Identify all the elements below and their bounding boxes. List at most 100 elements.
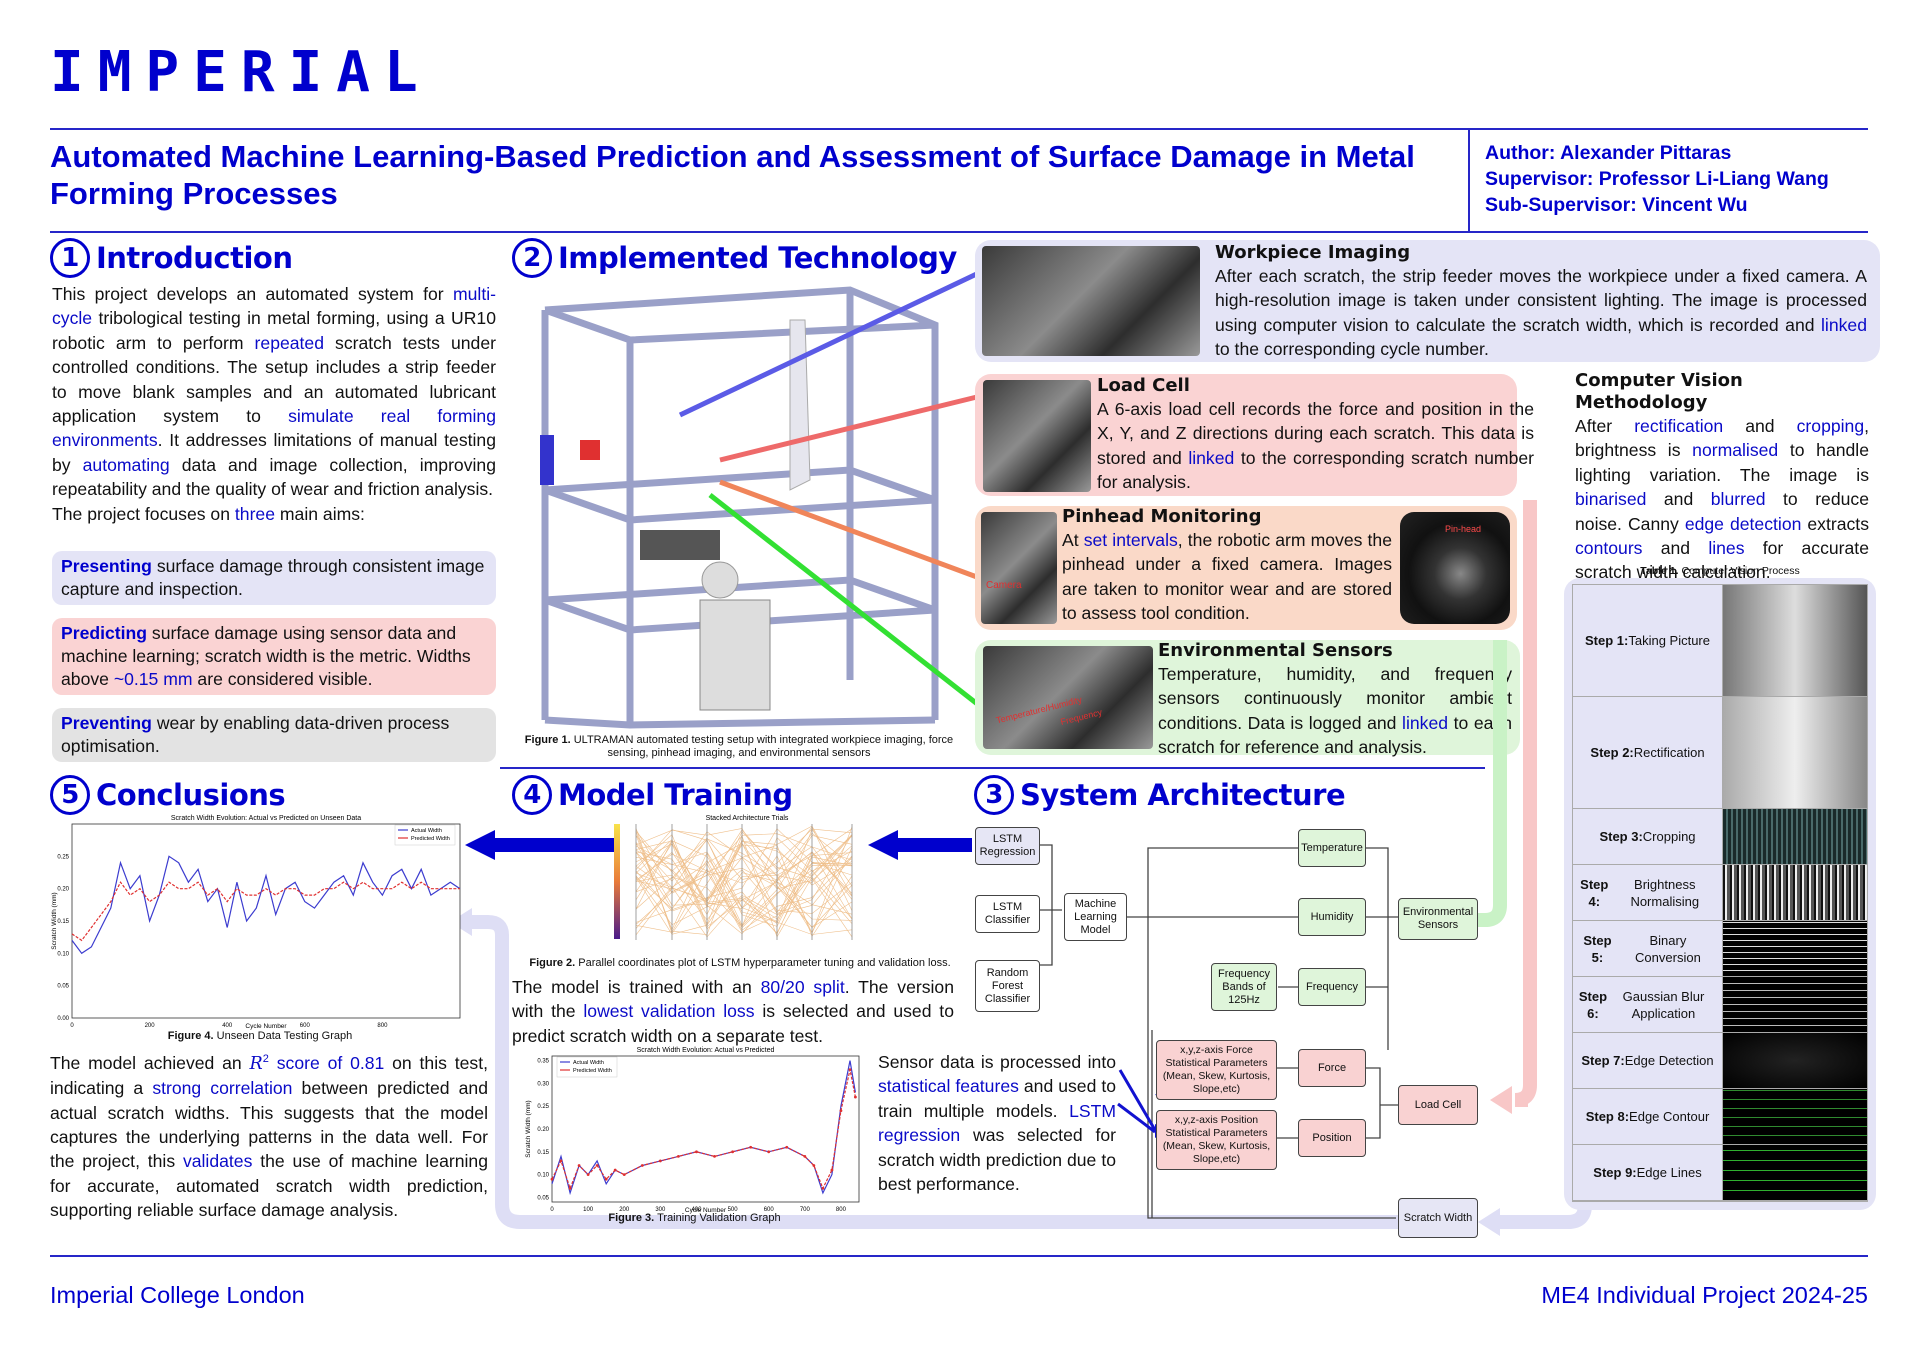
- section-number: 4: [512, 775, 552, 815]
- workpiece-text-block: Workpiece Imaging After each scratch, th…: [1215, 242, 1867, 362]
- cv-step-label: Step 4: Brightness Normalising: [1573, 865, 1723, 920]
- panel-highlight: linked: [1188, 447, 1235, 468]
- predicted-point: [613, 1168, 617, 1172]
- training-highlight: 80/20 split: [760, 977, 845, 997]
- aim-keyword: Presenting: [61, 556, 152, 576]
- aim-text: surface damage using sensor data and mac…: [61, 623, 471, 689]
- predicted-point: [848, 1068, 852, 1072]
- y-tick-label: 0.20: [57, 887, 69, 893]
- cv-text: , brightness is: [1575, 416, 1870, 461]
- chart-title: Scratch Width Evolution: Actual vs Predi…: [171, 815, 361, 822]
- cv-step-row: Step 1: Taking Picture: [1573, 585, 1867, 697]
- machine-render: [540, 286, 939, 729]
- pinhead-camera-photo: [981, 512, 1057, 624]
- conclusion-text: the use of machine learning for accurate…: [50, 1151, 488, 1221]
- footer-project: ME4 Individual Project 2024-25: [1541, 1282, 1868, 1308]
- aim-preventing: Preventing wear by enabling data-driven …: [52, 708, 496, 762]
- caption-text: Training Validation Graph: [654, 1212, 781, 1224]
- y-tick-label: 0.10: [537, 1173, 549, 1179]
- panel-text: , the robotic arm moves the pinhead unde…: [1062, 530, 1392, 624]
- imperial-logo: IMPERIAL: [50, 40, 432, 105]
- predicted-point: [586, 1173, 590, 1177]
- node-ml-model: Machine Learning Model: [1064, 893, 1127, 941]
- training-paragraph: The model is trained with an 80/20 split…: [512, 975, 954, 1048]
- training-text: The model is trained with an: [512, 977, 761, 997]
- load-cell-photo: [983, 380, 1091, 492]
- cv-highlight: binarised: [1575, 489, 1647, 510]
- section-number: 1: [50, 238, 90, 278]
- arch-text: and used to train multiple models.: [878, 1076, 1117, 1121]
- conclusions-paragraph: The model achieved an R2 score of 0.81 o…: [50, 1047, 488, 1223]
- plot-area: [551, 1055, 860, 1203]
- step-number: Step 5:: [1583, 932, 1612, 965]
- footer-rule: [50, 1255, 1868, 1257]
- header-rule-top: [50, 128, 1868, 130]
- panel-highlight: linked: [1402, 712, 1449, 733]
- aim-text: are considered visible.: [192, 669, 373, 689]
- y-axis-label: Scratch Width (mm): [51, 892, 58, 949]
- aim-predicting: Predicting surface damage using sensor d…: [52, 618, 496, 695]
- workpiece-description: After each scratch, the strip feeder mov…: [1215, 264, 1867, 362]
- env-text-block: Environmental Sensors Temperature, humid…: [1158, 640, 1512, 760]
- x-tick-label: 800: [377, 1023, 388, 1029]
- parallel-coordinates-plot: Stacked Architecture Trials: [614, 815, 853, 940]
- x-tick-label: 0: [550, 1207, 554, 1213]
- section-number: 3: [974, 775, 1014, 815]
- cv-step-label: Step 5: Binary Conversion: [1573, 921, 1723, 976]
- predicted-point: [550, 1177, 554, 1181]
- cv-text: extracts: [1801, 513, 1869, 534]
- section-technology-heading: 2 Implemented Technology: [512, 238, 957, 278]
- cv-step-label: Step 1: Taking Picture: [1573, 585, 1723, 696]
- intro-text: scratch tests under controlled condition…: [52, 332, 496, 427]
- cv-step-image: [1723, 585, 1867, 696]
- node-force-stats: x,y,z-axis Force Statistical Parameters …: [1156, 1040, 1277, 1100]
- intro-text: This project develops an automated syste…: [52, 284, 453, 304]
- legend-box: [556, 1056, 618, 1078]
- caption-text: ULTRAMAN automated testing setup with in…: [570, 734, 954, 759]
- aim-text: wear by enabling data-driven process opt…: [61, 713, 450, 756]
- node-force: Force: [1298, 1049, 1366, 1087]
- step-number: Step 4:: [1580, 876, 1609, 909]
- x-tick-label: 200: [145, 1023, 156, 1029]
- cv-highlight: normalised: [1692, 440, 1779, 461]
- pinhead-description: At set intervals, the robotic arm moves …: [1062, 528, 1392, 626]
- cv-step-label: Step 6: Gaussian Blur Application: [1573, 977, 1723, 1032]
- step-name: Gaussian Blur Application: [1622, 988, 1705, 1021]
- cv-step-image: [1723, 1033, 1867, 1088]
- pinhead-label: Pin-head: [1445, 524, 1482, 534]
- node-load-cell: Load Cell: [1398, 1085, 1478, 1125]
- arch-text: was selected for scratch width predictio…: [878, 1125, 1116, 1195]
- section-title: System Architecture: [1020, 778, 1346, 812]
- pinhead-title: Pinhead Monitoring: [1062, 506, 1262, 527]
- intro-highlight: multi-cycle: [52, 284, 496, 329]
- conclusion-text: The model achieved an: [50, 1052, 250, 1073]
- x-tick-label: 400: [222, 1023, 233, 1029]
- predicted-point: [622, 1173, 626, 1177]
- predicted-point: [604, 1177, 608, 1181]
- panel-highlight: set intervals: [1083, 530, 1178, 550]
- cv-step-label: Step 3: Cropping: [1573, 809, 1723, 864]
- panel-highlight: linked: [1821, 314, 1867, 335]
- arch-highlight: LSTM regression: [878, 1100, 1116, 1146]
- training-highlight: lowest validation loss: [583, 1001, 755, 1022]
- cv-description: After rectification and cropping, bright…: [1575, 414, 1869, 585]
- legend-entry: Predicted Width: [573, 1068, 612, 1074]
- section-model-training-heading: 4 Model Training: [512, 775, 793, 815]
- aim-text: surface damage through consistent image …: [61, 556, 485, 599]
- poster-title: Automated Machine Learning-Based Predict…: [50, 139, 1415, 211]
- figure-label: Figure 4.: [167, 1030, 214, 1042]
- predicted-point: [767, 1150, 771, 1154]
- predicted-point: [853, 1095, 857, 1099]
- predicted-point: [640, 1164, 644, 1167]
- y-tick-label: 0.10: [57, 951, 69, 957]
- y-tick-label: 0.25: [537, 1104, 549, 1110]
- node-position: Position: [1298, 1119, 1366, 1157]
- x-tick-label: 600: [764, 1207, 775, 1213]
- step-number: Step 8:: [1585, 1109, 1630, 1124]
- cv-highlight: contours: [1575, 538, 1643, 559]
- caption-text: Unseen Data Testing Graph: [213, 1030, 353, 1042]
- step-name: Binary Conversion: [1635, 932, 1701, 965]
- section-number: 2: [512, 238, 552, 278]
